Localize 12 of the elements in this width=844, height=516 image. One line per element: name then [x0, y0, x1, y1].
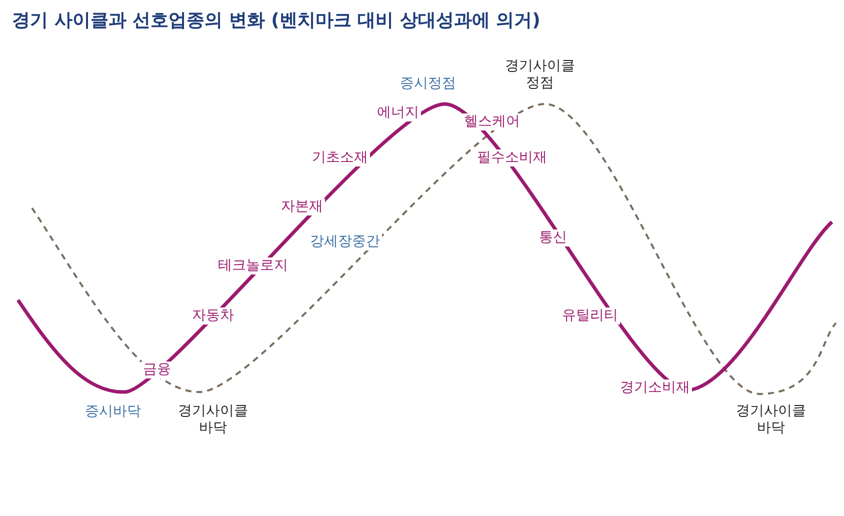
sector-label: 유틸리티	[560, 308, 620, 324]
sector-label: 경기소비재	[618, 380, 692, 396]
sector-label: 헬스케어	[462, 114, 522, 130]
market-phase-label: 증시바닥	[83, 404, 143, 420]
title: 경기 사이클과 선호업종의 변화 (벤치마크 대비 상대성과에 의거)	[12, 9, 540, 32]
sector-label: 금융	[141, 362, 173, 378]
sector-label: 기초소재	[310, 150, 370, 166]
sector-label: 자본재	[279, 198, 325, 216]
sector-label: 자동차	[190, 308, 236, 324]
sector-label: 에너지	[375, 104, 421, 122]
market-phase-label: 강세장중간	[308, 234, 382, 250]
sector-label: 통신	[537, 230, 569, 246]
